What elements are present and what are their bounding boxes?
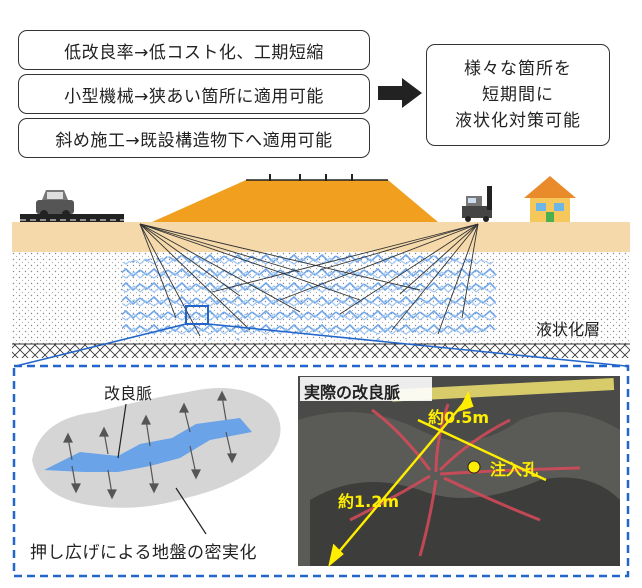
benefit-box-oblique: 斜め施工→既設構造物下へ適用可能 — [18, 118, 370, 158]
zoom-region — [185, 305, 209, 325]
benefit-box-cost: 低改良率→低コスト化、工期短縮 — [18, 30, 370, 70]
result-line-1: 様々な箇所を — [464, 59, 572, 79]
benefit-text-oblique: 斜め施工→既設構造物下へ適用可能 — [55, 130, 333, 151]
length-short-label: 約0.5m — [428, 408, 490, 427]
injection-lines-right — [211, 223, 479, 335]
injection-lines-left — [139, 223, 421, 337]
embankment — [152, 180, 438, 222]
surface-soil — [12, 222, 630, 252]
house-icon — [524, 176, 576, 222]
improved-vein — [44, 418, 252, 472]
car-icon — [36, 190, 74, 218]
benefit-text-small-machine: 小型機械→狭あい箇所に適用可能 — [64, 86, 324, 107]
drill-rig-icon — [462, 186, 492, 222]
detail-frame — [12, 364, 630, 578]
result-line-3: 液状化対策可能 — [455, 111, 581, 131]
benefit-box-small-machine: 小型機械→狭あい箇所に適用可能 — [18, 74, 370, 114]
length-long-label: 約1.2m — [338, 492, 400, 511]
compaction-label: 押し広げによる地盤の密実化 — [30, 543, 257, 563]
injection-hole-marker — [467, 460, 481, 474]
compaction-arrows — [63, 390, 237, 500]
result-line-2: 短期間に — [482, 85, 554, 105]
injection-hole-label: 注入孔 — [490, 460, 539, 479]
result-box: 様々な箇所を 短期間に 液状化対策可能 — [426, 44, 610, 146]
base-hatched-layer — [12, 344, 630, 358]
improved-vein-photo — [298, 376, 620, 568]
benefit-text-cost: 低改良率→低コスト化、工期短縮 — [64, 42, 324, 63]
liquefaction-layer-label: 液状化層 — [536, 320, 601, 339]
improved-vein-label: 改良脈 — [104, 384, 153, 403]
right-arrow-icon — [378, 78, 422, 108]
photo-title: 実際の改良脈 — [304, 383, 401, 402]
